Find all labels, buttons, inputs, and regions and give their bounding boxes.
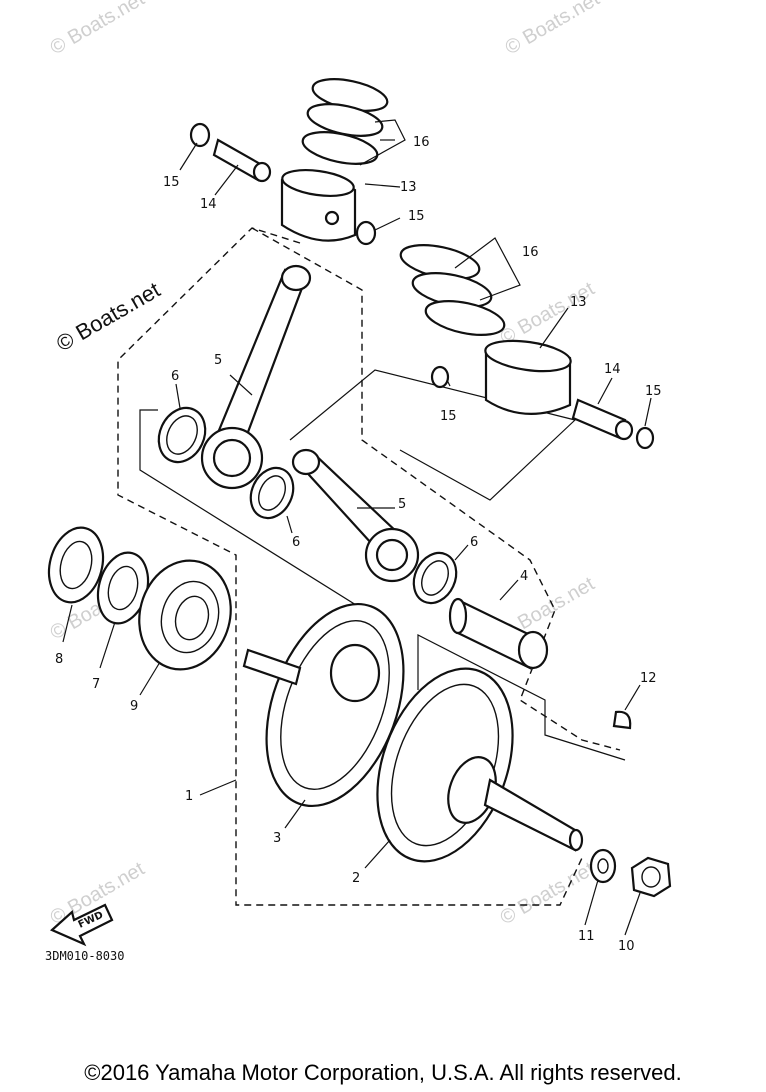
crank-half-right	[376, 667, 584, 863]
callout-15: 15	[163, 175, 180, 190]
watermark-text: © Boats.net	[497, 858, 599, 930]
callouts: 15 14 13 15 16 16 13 15 14 15 5 6 6 5 6 …	[55, 135, 662, 954]
bearings	[157, 406, 458, 605]
washer-and-nut	[589, 848, 672, 898]
upper-piston-outline	[251, 227, 621, 751]
callout-14: 14	[604, 362, 621, 377]
callout-6: 6	[171, 369, 179, 384]
callout-9: 9	[130, 699, 138, 714]
crank-half-left	[242, 602, 405, 808]
callout-11: 11	[578, 929, 595, 944]
callout-4: 4	[520, 569, 528, 584]
piston-rings-lower	[399, 244, 506, 336]
callout-5: 5	[398, 497, 406, 512]
callout-10: 10	[618, 939, 635, 954]
clips-lower	[430, 365, 655, 450]
connecting-rod-upper	[200, 264, 312, 490]
clips-upper	[189, 122, 377, 246]
callout-15: 15	[440, 409, 457, 424]
watermark-main: © Boats.net	[52, 277, 164, 356]
callout-7: 7	[92, 677, 100, 692]
crank-pin	[448, 597, 549, 670]
copyright-footer: ©2016 Yamaha Motor Corporation, U.S.A. A…	[84, 1060, 682, 1085]
callout-13: 13	[570, 295, 587, 310]
lower-rod-bracket	[417, 634, 626, 761]
callout-16: 16	[522, 245, 539, 260]
callout-16: 16	[413, 135, 430, 150]
callout-3: 3	[273, 831, 281, 846]
callout-8: 8	[55, 652, 63, 667]
callout-6: 6	[292, 535, 300, 550]
callout-15: 15	[645, 384, 662, 399]
leader-lines	[62, 119, 652, 936]
piston-pin-upper	[212, 138, 272, 183]
callout-15: 15	[408, 209, 425, 224]
piston-rings-upper	[301, 78, 389, 165]
fwd-arrow: FWD	[49, 903, 114, 947]
left-side-parts	[47, 526, 232, 671]
parts-diagram: © Boats.net © Boats.net © Boats.net © Bo…	[45, 0, 672, 963]
callout-13: 13	[400, 180, 417, 195]
callout-14: 14	[200, 197, 217, 212]
callout-1: 1	[185, 789, 193, 804]
woodruff-key	[612, 710, 632, 730]
watermark-text: © Boats.net	[47, 0, 149, 59]
piston-pin-lower	[571, 398, 634, 441]
callout-6: 6	[470, 535, 478, 550]
diagram-code: 3DM010-8030	[45, 949, 124, 963]
callout-5: 5	[214, 353, 222, 368]
piston-upper	[280, 169, 357, 242]
callout-12: 12	[640, 671, 657, 686]
callout-2: 2	[352, 871, 360, 886]
watermark-text: © Boats.net	[502, 0, 604, 59]
connecting-rod-lower	[291, 448, 420, 583]
piston-lower	[484, 339, 572, 415]
